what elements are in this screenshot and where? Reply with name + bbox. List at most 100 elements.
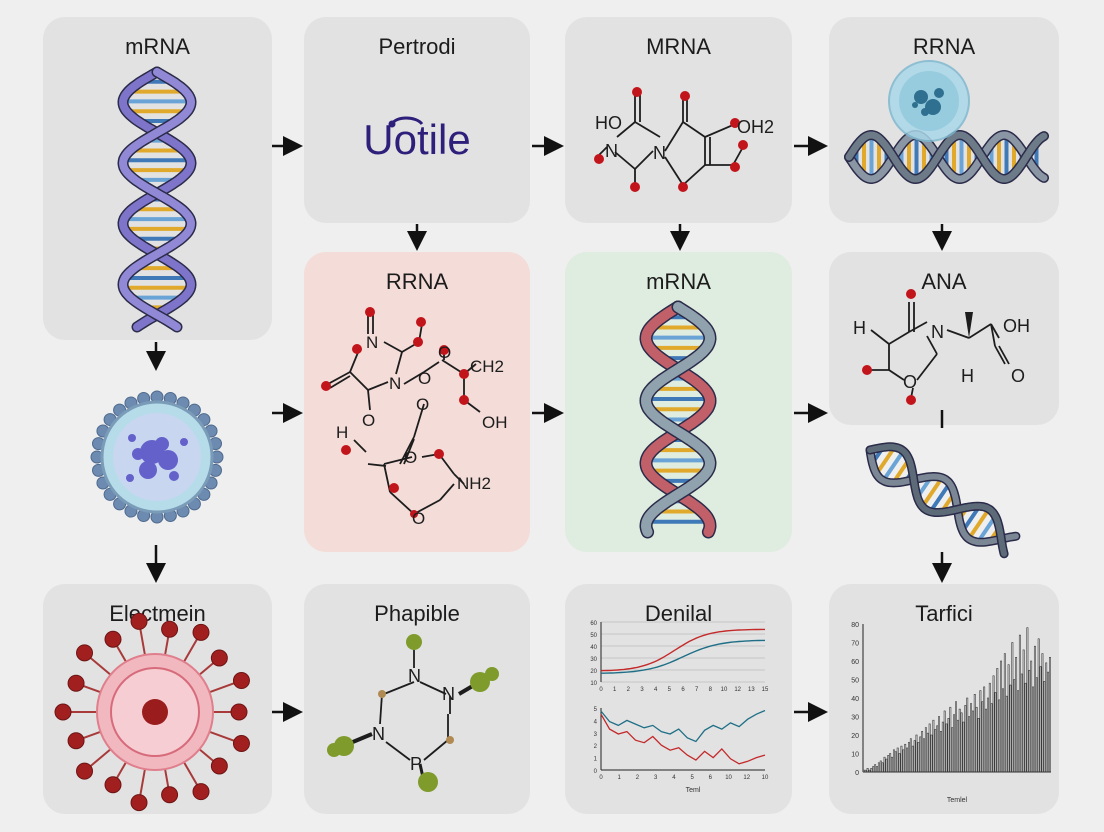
helix-rung <box>881 449 906 482</box>
bar <box>971 710 974 773</box>
panel-title: Phapible <box>374 601 460 626</box>
bar <box>887 755 890 773</box>
bar <box>990 703 993 773</box>
y-tick-label: 5 <box>594 707 598 713</box>
virus-spike-head <box>161 620 179 638</box>
bar <box>994 692 997 773</box>
bar <box>866 768 869 773</box>
bar <box>975 706 978 773</box>
bar <box>1039 666 1042 773</box>
bar <box>891 756 893 773</box>
atom-label: O <box>438 343 451 362</box>
bar <box>953 714 956 773</box>
bar <box>977 718 980 773</box>
bar <box>1028 669 1031 773</box>
dna-helix-illustration <box>117 66 197 333</box>
atom-label: P <box>410 754 422 774</box>
panel-title: Tarfici <box>915 601 973 626</box>
helix-rung <box>967 507 991 540</box>
virus-spike-head <box>232 734 250 752</box>
series-line <box>600 713 766 765</box>
bar <box>870 768 873 773</box>
atom-label: O <box>412 509 425 528</box>
y-tick-label: 30 <box>851 715 859 722</box>
bar <box>1005 695 1008 773</box>
bar <box>985 708 987 773</box>
atom-label: NH2 <box>457 474 491 493</box>
atom-label: N <box>366 333 378 352</box>
virus-spike-head <box>232 672 250 690</box>
series-line <box>601 639 765 674</box>
bar <box>1037 638 1040 773</box>
bar <box>930 734 933 773</box>
y-tick-label: 0 <box>855 770 859 777</box>
bar <box>909 738 912 773</box>
dna-fragment-illustration <box>865 442 1021 559</box>
virus-spike-head <box>67 732 85 750</box>
cell-illustration <box>90 390 224 524</box>
bar <box>1043 681 1046 773</box>
x-tick-label: 0 <box>599 775 603 781</box>
y-tick-label: 2 <box>594 744 598 750</box>
bar <box>949 706 952 773</box>
bar <box>943 710 946 773</box>
bar <box>1024 682 1027 773</box>
x-tick-label: 5 <box>690 775 694 781</box>
bar <box>960 712 963 773</box>
helix-strand <box>118 68 196 331</box>
bar <box>1020 673 1023 773</box>
mrna-molecule-structure: HO N N OH2 <box>594 87 774 192</box>
ana-molecule-structure: H N OH O H O <box>853 289 1030 405</box>
bar <box>862 769 865 773</box>
bar <box>1041 653 1044 773</box>
panel-title: RRNA <box>912 34 976 59</box>
bar <box>876 766 878 773</box>
y-tick-label: 60 <box>590 621 597 627</box>
panel-mrna-helix: mRNA <box>43 17 272 340</box>
panel-pertrodi: Pertrodi Uotile <box>304 17 530 223</box>
bar <box>1047 671 1050 773</box>
bar <box>889 753 892 773</box>
atom-label: N <box>389 374 401 393</box>
atom-label: O <box>362 411 375 430</box>
x-tick-label: 1 <box>613 687 617 693</box>
bar <box>941 721 944 773</box>
atom-label: OH <box>1003 316 1030 336</box>
y-tick-label: 30 <box>590 657 597 663</box>
bar <box>1022 649 1025 773</box>
x-tick-label: 1 <box>618 775 622 781</box>
atom-label: H <box>853 318 866 338</box>
bar <box>992 675 995 773</box>
virus-spike-head <box>192 623 210 641</box>
bar <box>1000 660 1003 773</box>
virus-spike-head <box>192 783 210 801</box>
bar <box>1011 642 1014 773</box>
virus-spike-head <box>210 757 228 775</box>
bar <box>986 697 989 773</box>
virus-spike-head <box>76 644 94 662</box>
bar <box>872 766 875 773</box>
x-tick-label: 13 <box>748 687 755 693</box>
series-line <box>600 709 766 743</box>
y-tick-label: 3 <box>594 732 598 738</box>
y-tick-label: 50 <box>851 678 859 685</box>
panel-ana-molecule: ANA H N OH O H O <box>829 252 1059 425</box>
atom-label: O <box>416 395 429 414</box>
bar <box>1049 657 1051 773</box>
x-tick-label: 5 <box>668 687 672 693</box>
panel-title: ANA <box>921 269 967 294</box>
logo-text: Uotile <box>363 116 470 163</box>
bar <box>951 727 954 773</box>
bar <box>956 719 959 773</box>
panel-title: mRNA <box>646 269 711 294</box>
bar <box>1017 690 1019 773</box>
rrna-molecule-structure: N N O O CH2 O OH H O O NH2 O <box>321 307 508 528</box>
bar <box>947 718 950 773</box>
panel-title: Electmein <box>109 601 206 626</box>
bar <box>879 760 882 773</box>
